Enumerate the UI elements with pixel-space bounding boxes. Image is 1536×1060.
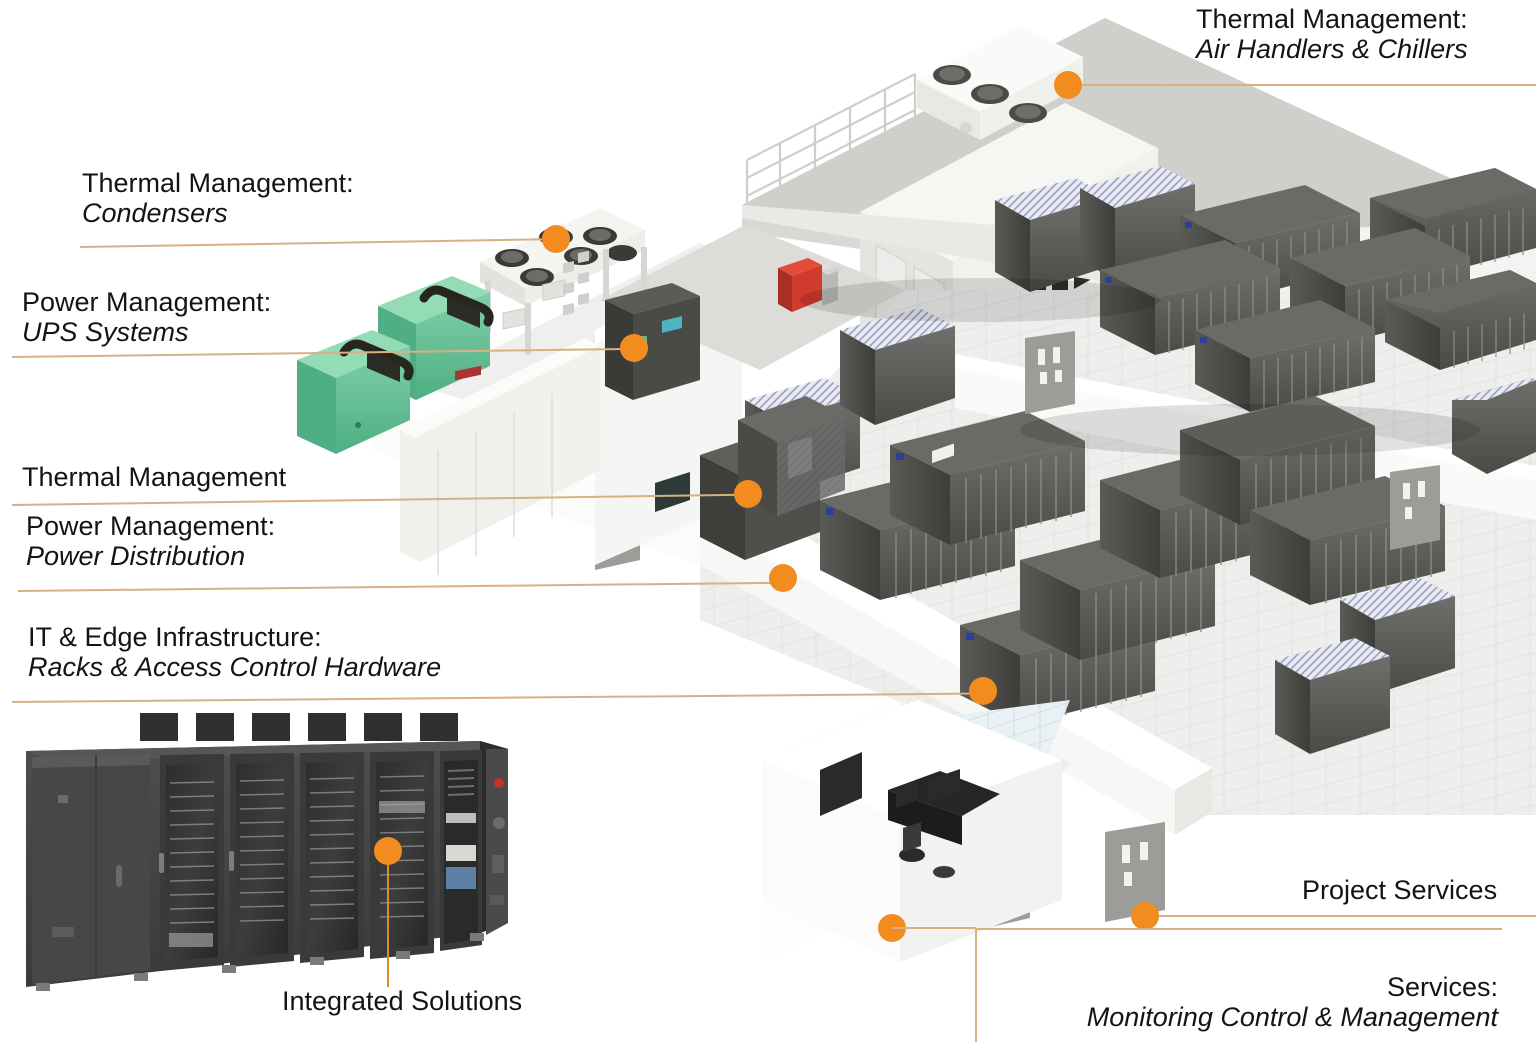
floor-shadows (800, 278, 1480, 456)
rack-control-panel (486, 749, 508, 935)
leader-line-integrated-solutions (387, 851, 389, 987)
callout-it-edge-infrastructure: IT & Edge Infrastructure: Racks & Access… (28, 622, 441, 682)
fire-safety-cabinet (778, 258, 843, 312)
callout-integrated-solutions: Integrated Solutions (282, 986, 522, 1016)
callout-power-distribution-line2: Power Distribution (26, 541, 246, 572)
callout-project-services: Project Services (1302, 875, 1497, 905)
leader-elbow-services-monitoring (975, 928, 1502, 1042)
callout-air-handlers-line2: Air Handlers & Chillers (1196, 34, 1468, 65)
callout-dot-it-edge[interactable] (969, 677, 997, 705)
callout-services-line1: Services: (1386, 972, 1498, 1002)
callout-ups-line1: Power Management: (22, 287, 272, 317)
callout-services-line2: Monitoring Control & Management (1086, 1002, 1498, 1033)
callout-dot-integrated-solutions[interactable] (374, 837, 402, 865)
callout-dot-thermal-management[interactable] (734, 480, 762, 508)
callout-project-services-line1: Project Services (1302, 875, 1498, 905)
callout-power-distribution: Power Management: Power Distribution (26, 511, 275, 571)
leader-line-air-handlers (1068, 84, 1536, 86)
callout-dot-power-distribution[interactable] (769, 564, 797, 592)
leader-line-services-monitoring-stub (892, 927, 976, 929)
callout-dot-condensers[interactable] (542, 225, 570, 253)
ups-cabinet (605, 283, 700, 400)
switchgear-lineup (400, 250, 600, 575)
rack-feet (36, 933, 484, 991)
server-rack-rows-lower (820, 396, 1445, 725)
integrated-solutions-rack-row (26, 713, 508, 991)
callout-ups-systems: Power Management: UPS Systems (22, 287, 271, 347)
callout-dot-ups[interactable] (620, 334, 648, 362)
leader-line-project-services (1145, 915, 1536, 917)
callout-air-handlers-line1: Thermal Management: (1196, 4, 1468, 34)
callout-dot-project-services[interactable] (1131, 902, 1159, 930)
callout-condensers-line1: Thermal Management: (82, 168, 354, 198)
power-distribution-cabinets (655, 315, 845, 560)
callout-integrated-solutions-line1: Integrated Solutions (282, 986, 523, 1016)
callout-ups-line2: UPS Systems (22, 317, 189, 348)
callout-condensers: Thermal Management: Condensers (82, 168, 354, 228)
callout-it-edge-line1: IT & Edge Infrastructure: (28, 622, 322, 652)
callout-power-distribution-line1: Power Management: (26, 511, 276, 541)
callout-air-handlers: Thermal Management: Air Handlers & Chill… (1196, 4, 1468, 64)
callout-services-monitoring: Services: Monitoring Control & Managemen… (1087, 972, 1498, 1032)
server-rack-rows-upper (1100, 168, 1536, 412)
callout-thermal-management-line1: Thermal Management (22, 462, 287, 492)
rack-glass-doors (159, 750, 482, 971)
callout-dot-air-handlers[interactable] (1054, 71, 1082, 99)
callout-thermal-management: Thermal Management (22, 462, 286, 492)
callout-condensers-line2: Condensers (82, 198, 228, 229)
control-room (762, 443, 1070, 962)
callout-it-edge-line2: Racks & Access Control Hardware (28, 652, 442, 683)
rack-chimneys (140, 713, 458, 741)
